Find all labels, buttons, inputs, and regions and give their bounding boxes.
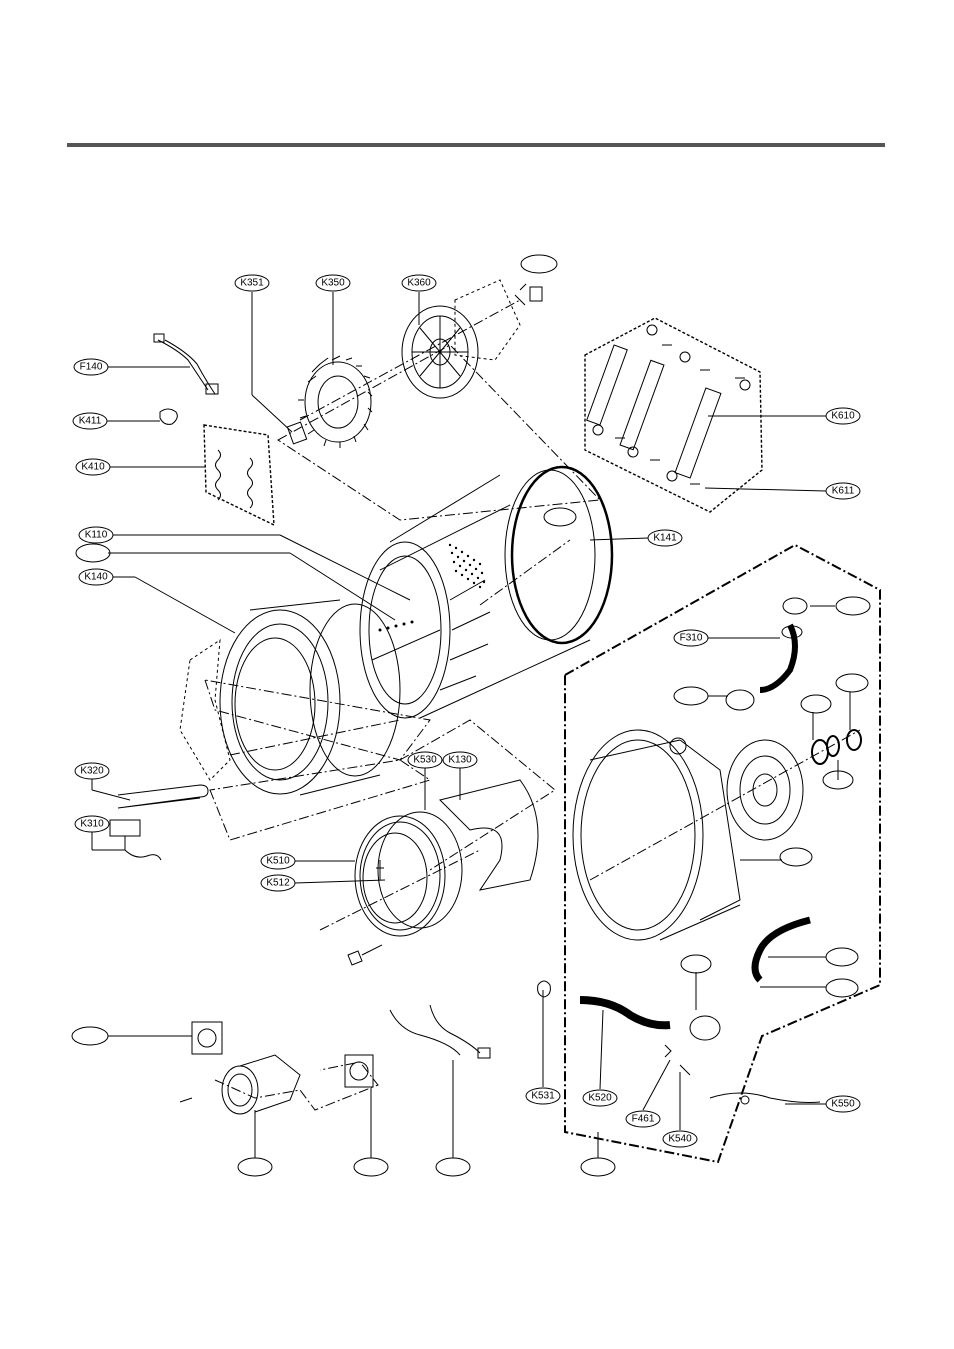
rotor-axis (299, 299, 521, 421)
front-tub (219, 599, 401, 796)
sensor-k550-wire (709, 1092, 821, 1103)
gasket-dash-line (399, 719, 556, 871)
label-k530: K530 (413, 755, 437, 766)
label-f310: F310 (680, 633, 703, 644)
gasket (354, 811, 463, 937)
clamp-top (782, 597, 808, 615)
front-axis (229, 719, 401, 756)
header-rule (67, 143, 885, 147)
rear-axis (589, 729, 861, 881)
rear-tub (572, 729, 804, 941)
pump-dash-line (214, 1061, 379, 1111)
label-k550: K550 (831, 1099, 855, 1110)
rotor-group-box (277, 344, 602, 521)
label-callouts (72, 274, 861, 1148)
gasket-axis (319, 849, 481, 931)
rotor-nut (529, 286, 543, 302)
label-k310: K310 (80, 819, 104, 830)
drain-pump (191, 1021, 374, 1115)
label-k350: K350 (321, 278, 345, 289)
rotor (401, 305, 479, 399)
harness-plug-1 (153, 333, 165, 343)
hall-sensor (286, 421, 308, 445)
part-k411 (159, 408, 178, 425)
label-f461: F461 (632, 1114, 655, 1125)
heater-sensor (109, 819, 162, 861)
label-k141: K141 (653, 533, 677, 544)
blank-callouts (71, 254, 871, 1177)
valve-parts (664, 1044, 691, 1076)
pump-harness (389, 1004, 481, 1056)
bearing-1 (811, 739, 829, 765)
label-k611: K611 (832, 486, 855, 497)
bearing-2 (826, 735, 840, 757)
label-k411: K411 (79, 416, 102, 427)
clamp-mid (725, 689, 755, 711)
label-k351: K351 (240, 278, 264, 289)
label-k610: K610 (831, 411, 855, 422)
label-k520: K520 (588, 1093, 612, 1104)
drum-holes (378, 543, 486, 632)
label-k130: K130 (448, 755, 472, 766)
dampers (586, 324, 751, 485)
front-tub-flange (179, 639, 231, 781)
clamp-bottom (689, 1015, 721, 1041)
leader-lines (91, 292, 851, 1158)
part-k531 (537, 980, 551, 998)
label-k320: K320 (80, 766, 104, 777)
label-k110: K110 (85, 530, 108, 541)
hose-k520 (579, 996, 671, 1030)
heater-element (117, 784, 209, 809)
stator (298, 355, 373, 448)
label-k360: K360 (407, 278, 431, 289)
label-k540: K540 (668, 1134, 692, 1145)
drum-axis (479, 539, 571, 606)
front-tub-dash-line (204, 679, 431, 761)
hose-f310-end (781, 625, 803, 639)
damper-group-box (584, 317, 763, 513)
harness-f140 (157, 339, 216, 395)
rotor-cover-outline (454, 279, 521, 361)
label-k512: K512 (266, 878, 290, 889)
bearing-3 (846, 729, 862, 751)
label-k140: K140 (84, 572, 108, 583)
drum-rear-ring (510, 465, 614, 645)
gasket-screw (347, 944, 383, 966)
hose-f310 (759, 623, 798, 693)
label-k410: K410 (81, 462, 105, 473)
label-k510: K510 (266, 856, 290, 867)
hose-bottom-right (751, 916, 811, 983)
harness-plug-2 (205, 383, 219, 395)
springs (215, 449, 253, 509)
label-k531: K531 (531, 1091, 555, 1102)
front-tub-dash-line-2 (209, 759, 432, 841)
label-f140: F140 (80, 362, 103, 373)
tub-group-box (564, 543, 881, 1164)
pump-screw (179, 1097, 193, 1103)
drum (359, 469, 596, 719)
door-clamp (439, 779, 539, 891)
sensor-k550-tip (740, 1095, 750, 1105)
rotor-bolt (514, 283, 527, 306)
pump-harness-plug (477, 1047, 491, 1059)
spring-group-box (203, 424, 275, 527)
